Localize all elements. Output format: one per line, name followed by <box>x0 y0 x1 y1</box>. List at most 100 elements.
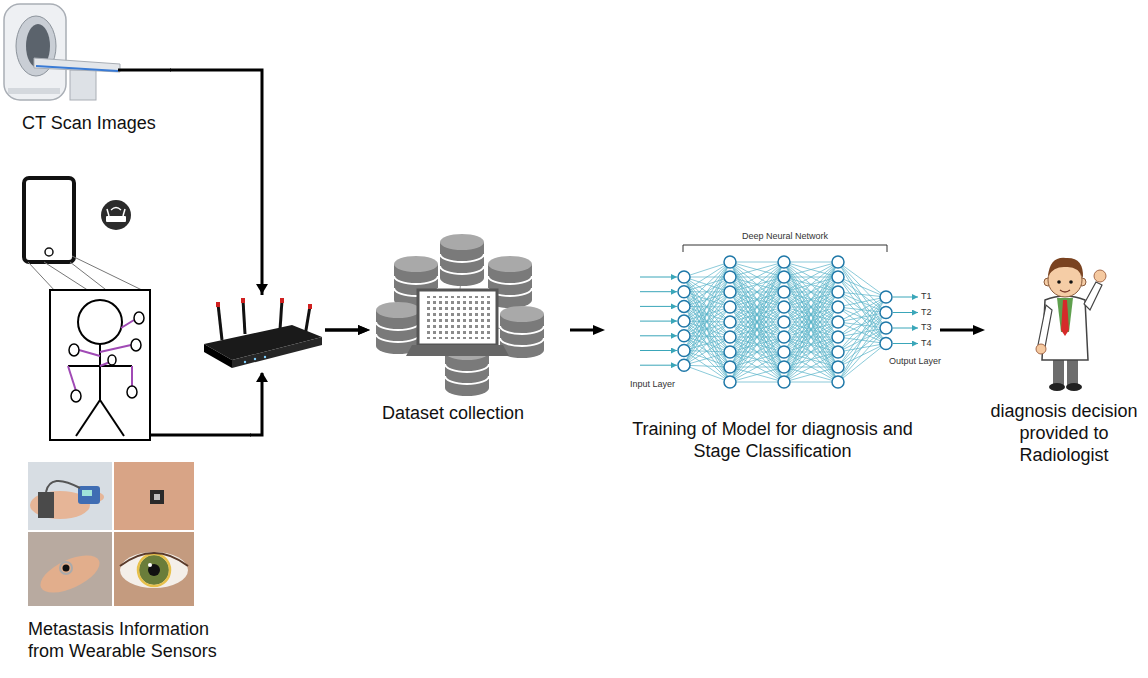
network-link <box>784 352 838 382</box>
neuron <box>880 322 892 334</box>
input-arrow <box>640 291 677 292</box>
layer-label: Input Layer <box>630 379 675 390</box>
output-arrow <box>893 297 918 298</box>
wifi-router-icon <box>111 208 121 211</box>
database-cluster <box>500 306 544 358</box>
wearable-sensor-photos <box>154 494 160 500</box>
network-router <box>244 361 246 363</box>
network-link <box>730 262 784 337</box>
body-sensor-figure <box>127 386 137 398</box>
network-link <box>784 262 838 307</box>
body-sensor-figure <box>68 320 134 391</box>
network-link <box>684 306 730 382</box>
network-link <box>684 262 730 351</box>
network-link <box>730 262 784 352</box>
neuron <box>678 300 690 312</box>
caption: Training of Model for diagnosis and Stag… <box>605 418 940 462</box>
neuron <box>678 359 690 371</box>
network-link <box>730 292 784 382</box>
wearable-sensor-photos <box>120 552 188 588</box>
radiologist-figure <box>1094 270 1106 282</box>
network-link <box>784 382 838 383</box>
radiologist-figure <box>1036 344 1046 354</box>
layer-bracket <box>683 245 887 252</box>
neuron <box>678 330 690 342</box>
network-link <box>684 365 730 367</box>
wearable-sensor-photos <box>28 462 194 606</box>
neural-network-graphic <box>640 256 918 388</box>
network-link <box>730 337 784 382</box>
ct-scanner <box>4 4 120 100</box>
network-link <box>838 328 886 382</box>
smartphone-icon <box>45 248 53 256</box>
input-arrow <box>640 350 677 351</box>
neuron <box>724 301 736 313</box>
caption: Metastasis Information from Wearable Sen… <box>24 618 250 662</box>
body-sensor-figure <box>134 312 144 324</box>
network-link <box>684 262 730 365</box>
network-router <box>308 304 312 309</box>
body-sensor-figure <box>50 290 150 440</box>
stage-label: T4 <box>921 338 932 349</box>
network-link <box>784 262 838 367</box>
neuron <box>832 376 844 388</box>
wearable-sensor-photos <box>60 562 72 574</box>
network-link <box>784 262 838 263</box>
network-link <box>684 277 730 367</box>
neuron <box>678 271 690 283</box>
network-link <box>784 307 838 382</box>
ct-scan-panel: CT Scan Images <box>2 0 170 134</box>
network-link <box>730 352 784 382</box>
network-link <box>784 262 838 382</box>
network-link <box>784 367 838 382</box>
flow-arrow <box>170 70 362 330</box>
neuron <box>880 291 892 303</box>
model-training-panel: Training of Model for diagnosis and Stag… <box>605 222 940 462</box>
ct-scanner <box>36 66 118 71</box>
neuron <box>880 338 892 350</box>
network-router <box>264 356 266 358</box>
layer-label: Output Layer <box>889 356 941 367</box>
neuron <box>724 376 736 388</box>
network-link <box>730 277 784 382</box>
network-link <box>684 262 730 306</box>
network-title: Deep Neural Network <box>742 231 828 242</box>
wifi-router-icon <box>106 216 126 222</box>
wearable-sensor-photos <box>78 486 100 504</box>
radiologist-figure <box>1066 383 1082 391</box>
network-link <box>784 322 838 382</box>
wearable-sensor-photos <box>139 555 169 585</box>
body-sensor-figure <box>69 344 79 356</box>
network-link <box>730 262 784 277</box>
network-link <box>730 262 784 277</box>
network-link <box>784 262 838 277</box>
network-link <box>838 307 886 344</box>
body-sensor-figure <box>100 400 124 436</box>
wearable-sensor-photos <box>38 492 54 518</box>
wearable-sensor-photos <box>28 532 112 606</box>
network-router <box>218 304 222 340</box>
network-router <box>241 298 245 303</box>
caption: Dataset collection <box>378 402 570 424</box>
body-sensor-figure <box>69 312 144 402</box>
network-router <box>216 302 220 307</box>
neuron <box>724 316 736 328</box>
neuron <box>778 286 790 298</box>
neuron <box>778 301 790 313</box>
network-link <box>838 297 886 382</box>
output-arrow <box>893 312 918 313</box>
wifi-router-icon <box>123 209 125 216</box>
input-arrow <box>640 365 677 366</box>
network-link <box>784 262 838 352</box>
network-link <box>684 352 730 365</box>
body-sensor-figure <box>79 350 100 356</box>
network-router <box>254 358 256 360</box>
network-link <box>838 262 886 297</box>
network-link <box>784 337 838 382</box>
output-arrow <box>893 343 918 344</box>
smartphone-icon <box>24 178 74 262</box>
database-cluster <box>376 234 544 396</box>
network-link <box>684 322 730 365</box>
network-link <box>684 262 730 321</box>
